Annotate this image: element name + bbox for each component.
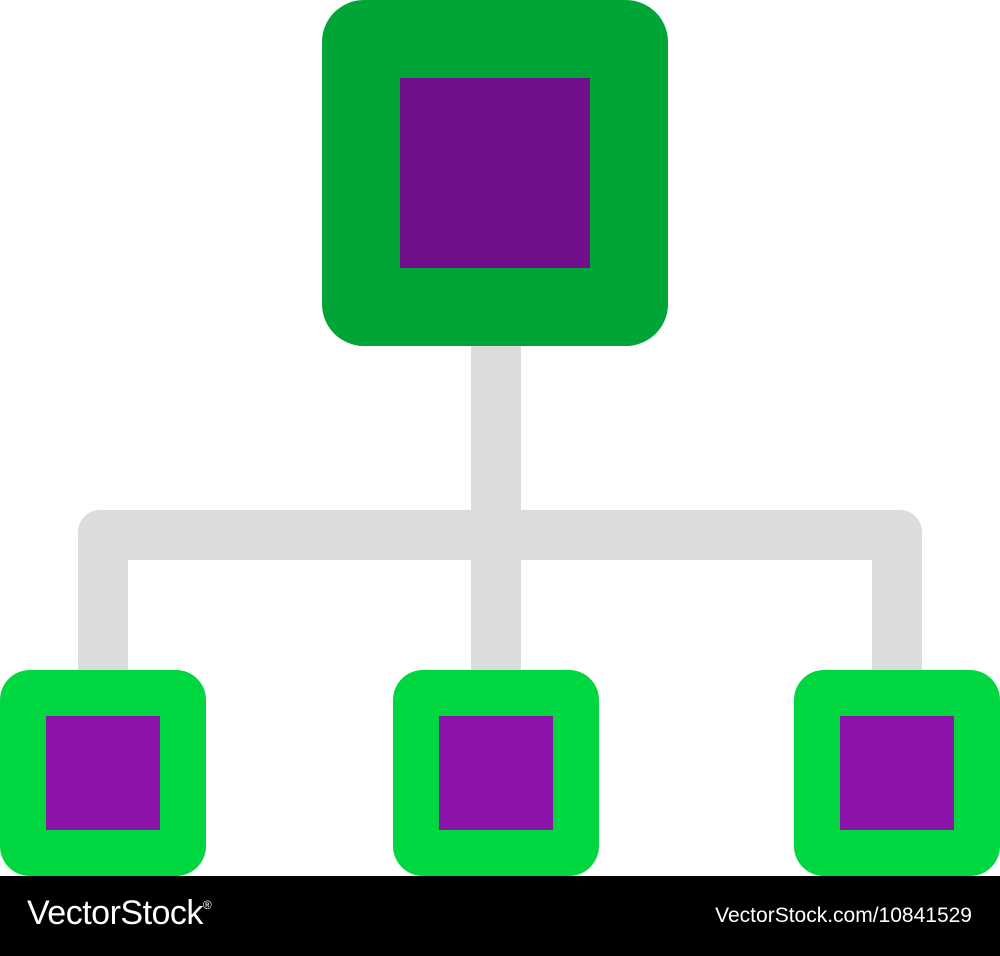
child-node-left <box>0 670 206 876</box>
hierarchy-diagram <box>0 0 1000 876</box>
child-node-middle-inner <box>439 716 553 830</box>
brand-logo: VectorStock® <box>27 894 212 933</box>
child-node-right-inner <box>840 716 954 830</box>
registered-mark: ® <box>202 898 212 912</box>
child-node-right <box>794 670 1000 876</box>
middle-drop-connector <box>471 530 521 675</box>
left-drop-connector <box>78 530 128 675</box>
child-node-left-inner <box>46 716 160 830</box>
root-node <box>322 0 668 346</box>
watermark-footer: VectorStock® VectorStock.com/10841529 <box>0 876 1000 956</box>
brand-name: VectorStock <box>27 894 203 932</box>
connector-lines <box>78 345 922 675</box>
root-stem-connector <box>471 345 521 515</box>
right-drop-connector <box>872 530 922 675</box>
child-node-middle <box>393 670 599 876</box>
root-node-inner <box>400 78 590 268</box>
image-id-label: VectorStock.com/10841529 <box>715 904 972 927</box>
